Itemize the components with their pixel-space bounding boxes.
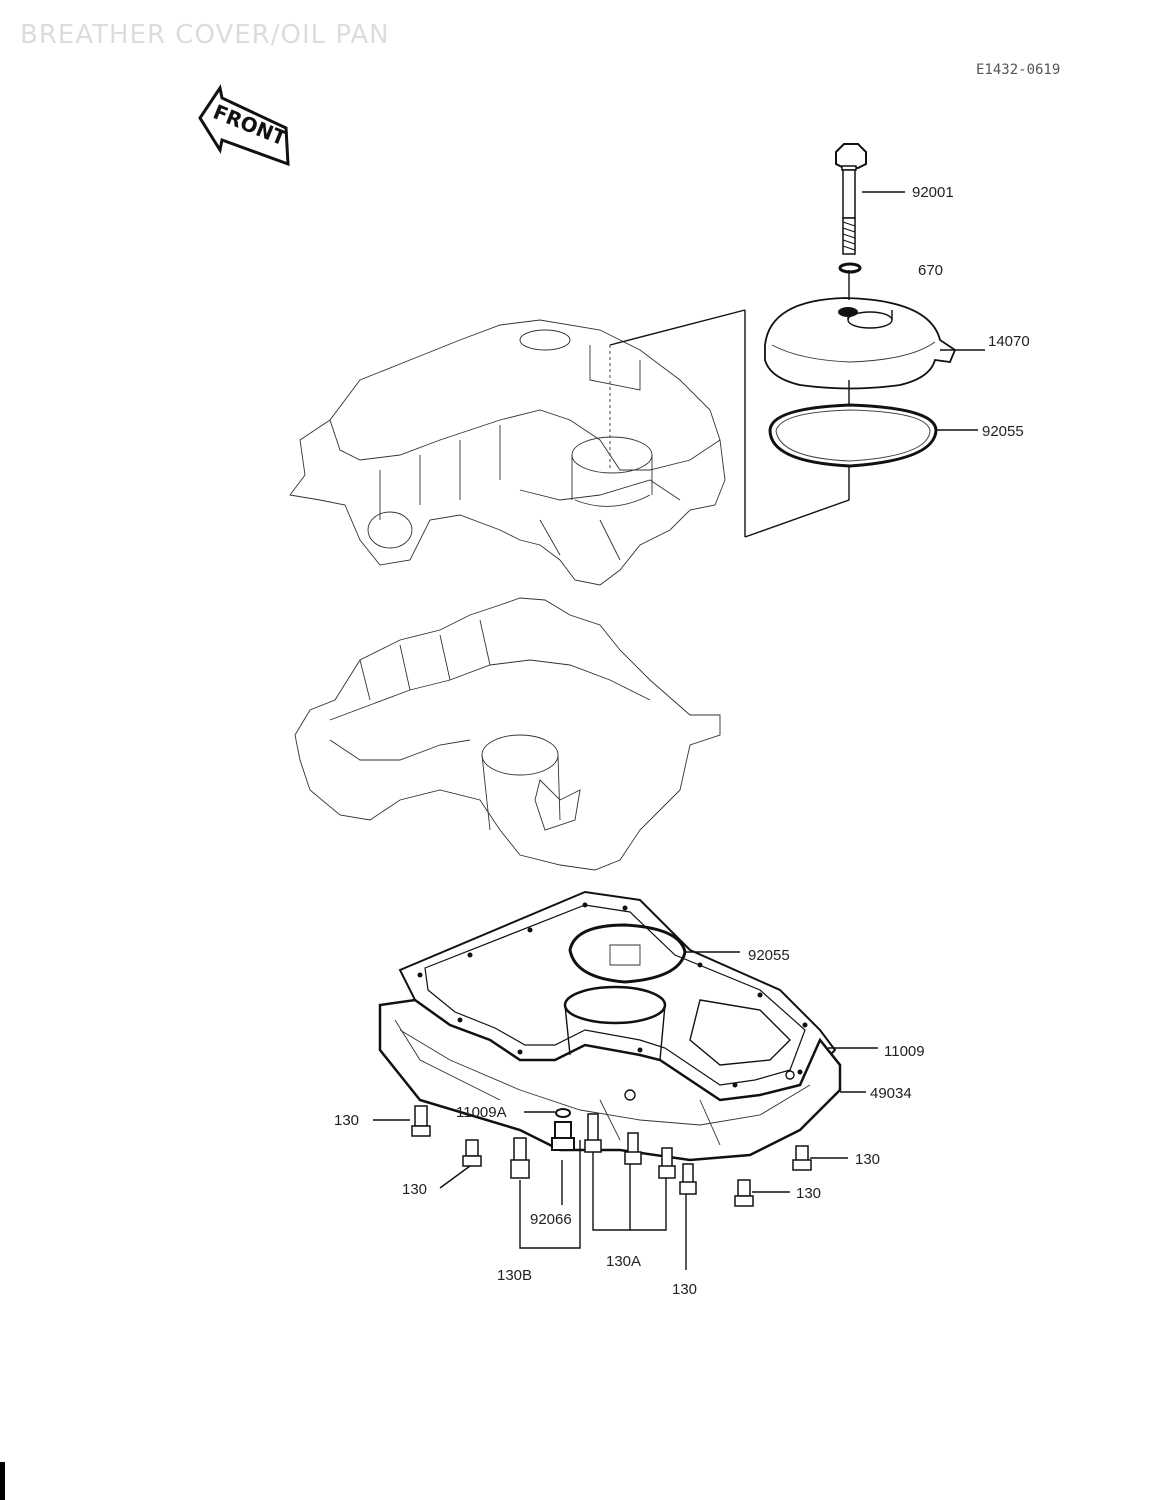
label-130-right-lower: 130 [796, 1185, 821, 1202]
label-130-bottom: 130 [672, 1281, 697, 1298]
upper-crankcase [289, 319, 726, 586]
label-130-right-upper: 130 [855, 1151, 880, 1168]
bolt-130A-group [584, 1113, 676, 1179]
part-labels: 92001 670 14070 92055 92055 11009 49034 … [334, 184, 1030, 1298]
bolt-130-lower-left [462, 1139, 482, 1167]
assembly-guide-lines [609, 270, 850, 538]
drain-plug-92066 [551, 1121, 575, 1151]
reference-number: E1432-0619 [976, 62, 1061, 78]
bolt-130-right-upper [792, 1145, 812, 1171]
label-49034: 49034 [870, 1085, 912, 1102]
label-130-lower-left: 130 [402, 1181, 427, 1198]
label-11009A: 11009A [456, 1104, 507, 1121]
label-130A: 130A [606, 1253, 641, 1270]
oring-92055-upper [768, 403, 938, 468]
label-92055-upper: 92055 [982, 423, 1024, 440]
bolt-130-right-lower [734, 1179, 754, 1207]
bolt-92001 [835, 143, 867, 255]
label-11009: 11009 [884, 1043, 925, 1060]
label-670: 670 [918, 262, 943, 279]
lower-crankcase [294, 597, 721, 871]
label-92066: 92066 [530, 1211, 572, 1228]
label-92055-lower: 92055 [748, 947, 790, 964]
front-arrow-icon: FRONT [198, 84, 290, 167]
leader-lines [373, 191, 985, 1270]
scan-edge-mark [0, 1462, 5, 1500]
label-130-left: 130 [334, 1112, 359, 1129]
label-130B: 130B [497, 1267, 532, 1284]
bolt-130-bottom [679, 1163, 697, 1195]
diagram-title: BREATHER COVER/OIL PAN [20, 20, 390, 50]
label-14070: 14070 [988, 333, 1030, 350]
breather-cover-14070 [764, 297, 957, 390]
bolt-130B [510, 1137, 530, 1179]
label-92001: 92001 [912, 184, 954, 201]
washer-670 [838, 262, 862, 274]
washer-11009A [555, 1108, 571, 1118]
bolt-130-left [411, 1105, 431, 1137]
